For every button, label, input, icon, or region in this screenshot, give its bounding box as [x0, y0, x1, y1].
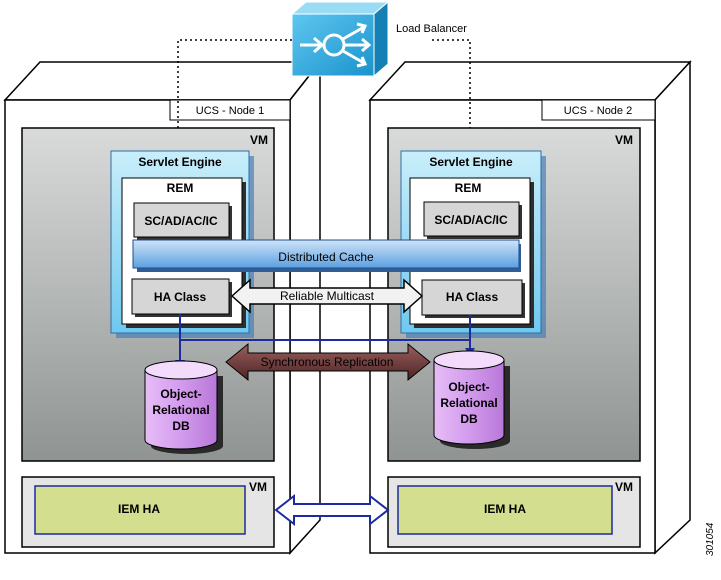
rem-node-1-label: REM [167, 181, 194, 195]
synchronous-replication-label: Synchronous Replication [261, 355, 394, 369]
db-node-1-line-3: DB [172, 419, 190, 433]
iem-vm-node-1-label: VM [249, 480, 267, 494]
iem-ha-link-arrow [274, 493, 390, 527]
components-node-2: SC/AD/AC/IC [434, 213, 508, 227]
synchronous-replication-arrow: Synchronous Replication [225, 342, 431, 382]
iem-vm-node-2: VM IEM HA [387, 476, 641, 548]
servlet-engine-node-2-label: Servlet Engine [429, 155, 513, 169]
ha-class-node-1: HA Class [154, 290, 207, 304]
db-node-1-line-2: Relational [152, 403, 209, 417]
reliable-multicast-label: Reliable Multicast [280, 289, 375, 303]
ucs-node-1-label: UCS - Node 1 [196, 105, 264, 117]
iem-ha-node-2: IEM HA [484, 502, 526, 516]
ha-db-links [179, 314, 471, 365]
load-balancer-connectors [177, 39, 471, 142]
load-balancer-icon [300, 22, 372, 68]
distributed-cache-label: Distributed Cache [278, 250, 374, 264]
iem-ha-node-1: IEM HA [118, 502, 160, 516]
vm-node-2-label: VM [615, 133, 633, 147]
db-node-1-line-1: Object- [160, 387, 201, 401]
db-node-2-line-2: Relational [440, 396, 497, 410]
load-balancer: Load Balancer [290, 0, 467, 78]
database-node-2: Object- Relational DB [433, 350, 510, 449]
load-balancer-label: Load Balancer [396, 23, 467, 35]
rem-node-2-label: REM [455, 181, 482, 195]
ucs-node-2-label: UCS - Node 2 [564, 105, 632, 117]
vm-node-1-label: VM [250, 133, 268, 147]
database-node-1: Object- Relational DB [144, 360, 223, 454]
iem-vm-node-2-label: VM [615, 480, 633, 494]
db-node-2-line-1: Object- [448, 380, 489, 394]
servlet-engine-node-1-label: Servlet Engine [138, 155, 222, 169]
iem-vm-node-1: VM IEM HA [21, 476, 275, 548]
db-node-2-line-3: DB [460, 412, 478, 426]
reliable-multicast-arrow: Reliable Multicast [230, 278, 424, 314]
distributed-cache: Distributed Cache [132, 239, 521, 272]
figure-id: 301054 [705, 522, 716, 556]
ha-class-node-2: HA Class [446, 290, 499, 304]
components-node-1: SC/AD/AC/IC [144, 214, 218, 228]
